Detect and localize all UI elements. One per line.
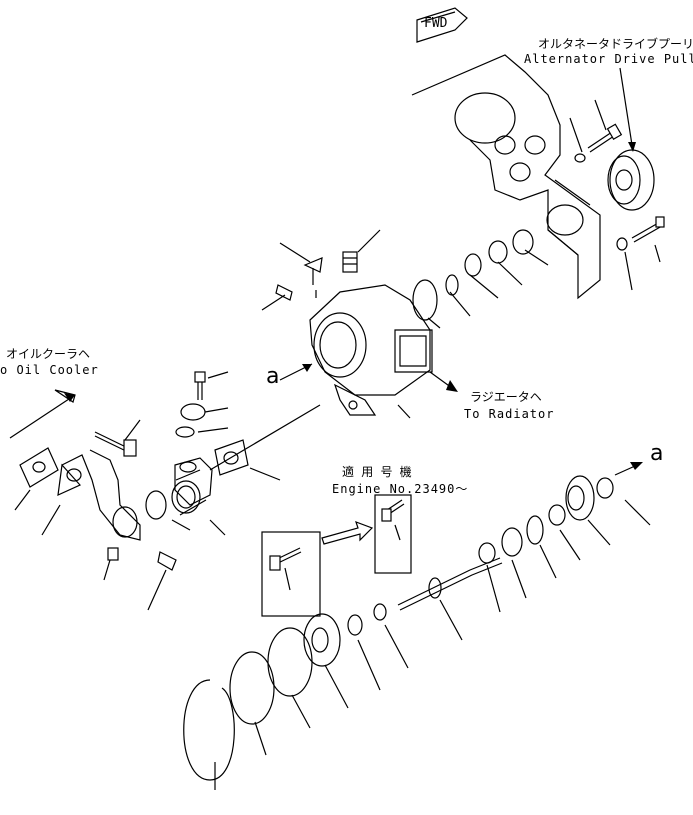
hose-connector	[171, 469, 207, 516]
nut	[464, 253, 482, 277]
washer-small	[616, 237, 628, 251]
alternator-label-jp: オルタネータドライブプーリ	[538, 37, 693, 51]
drain-cock	[157, 551, 177, 571]
ref-a-right: a	[650, 441, 664, 466]
ref-a-left: a	[266, 364, 280, 389]
spacer	[512, 229, 534, 255]
fwd-arrow-icon	[416, 7, 468, 43]
oil-cooler-label-jp: オイルクーラヘ	[6, 347, 91, 361]
water-pipe-elbow	[57, 449, 141, 541]
flange-gasket	[214, 439, 249, 476]
impeller	[303, 613, 341, 667]
water-pump-housing	[309, 284, 433, 416]
washer	[574, 153, 586, 163]
snap-ring	[526, 515, 544, 545]
pulley-bolt	[587, 123, 623, 153]
alternator-drive-pulley	[607, 67, 655, 211]
alternator-label-en: Alternator Drive Pulle	[524, 52, 693, 66]
seal-ring	[347, 614, 363, 636]
thermo-switch	[303, 257, 323, 285]
drive-gear	[565, 475, 595, 521]
bolt-box-left	[261, 531, 321, 617]
engine-label-jp: 適 用 号 機	[342, 465, 412, 479]
engine-label-en: Engine No.23490〜	[332, 482, 469, 496]
bearing-front	[478, 542, 496, 564]
stud-bolt	[631, 216, 665, 243]
engine-front-cover	[411, 54, 601, 300]
fwd-label: FWD	[424, 16, 448, 31]
pipe-bolt	[94, 431, 137, 457]
bolt-box-right	[374, 494, 412, 574]
gasket	[412, 279, 438, 321]
o-ring-cap	[175, 426, 195, 438]
flange-bolt	[194, 371, 206, 400]
plug-small	[275, 284, 293, 301]
gasket-oil-cooler	[19, 447, 59, 488]
o-ring-large	[267, 627, 313, 697]
thermostat-flange	[174, 457, 213, 506]
drain-plug	[107, 547, 119, 561]
snap-ring-large	[183, 679, 235, 781]
cap-plate	[180, 403, 206, 421]
o-ring	[445, 274, 459, 296]
washer-shaft	[548, 504, 566, 526]
bearing	[488, 240, 508, 264]
radiator-label-jp: ラジエータヘ	[470, 390, 542, 404]
engine-arrow-icon	[321, 520, 374, 545]
oil-cooler-label-en: o Oil Cooler	[0, 363, 99, 377]
mechanical-seal	[373, 603, 387, 621]
nut-gear	[596, 477, 614, 499]
radiator-label-en: To Radiator	[464, 407, 555, 421]
o-ring-pipe	[145, 490, 167, 520]
ball-bearing	[501, 527, 523, 557]
cover-plate	[229, 651, 275, 725]
spring-cap	[342, 251, 358, 273]
pump-shaft	[397, 557, 503, 611]
